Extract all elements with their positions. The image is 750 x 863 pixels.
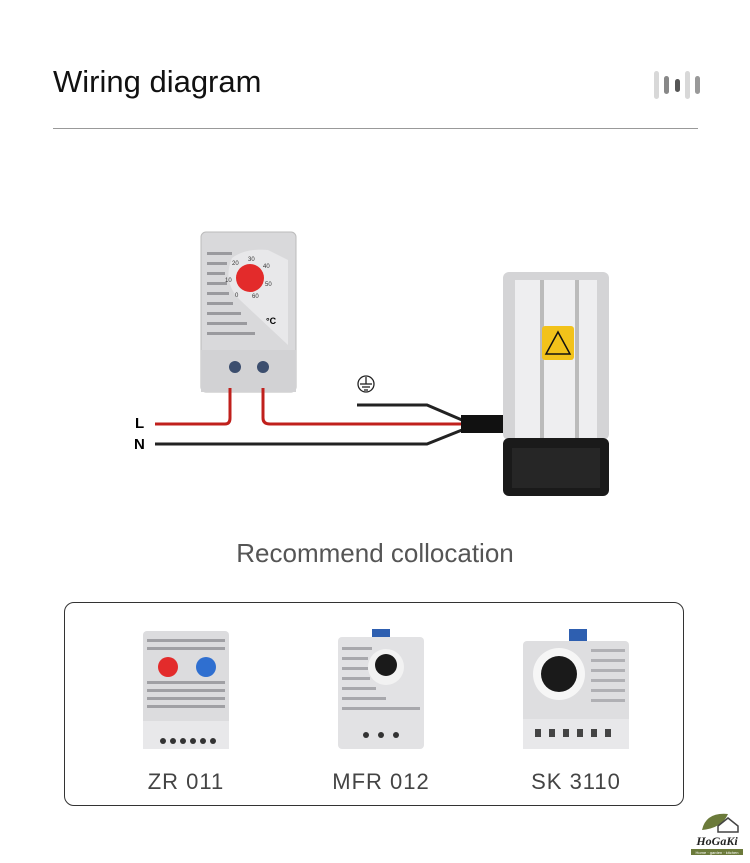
dial-mark: 50 bbox=[265, 282, 272, 288]
section-title: Recommend collocation bbox=[236, 538, 514, 568]
dial-mark: 60 bbox=[252, 294, 259, 300]
hot-surface-warning-icon bbox=[544, 330, 572, 355]
page-title: Wiring diagram bbox=[53, 64, 262, 99]
thermostat: °C 0 10 20 30 40 50 60 bbox=[200, 231, 297, 393]
svg-text:HoGaKi: HoGaKi bbox=[695, 834, 738, 848]
wiring-diagram: °C 0 10 20 30 40 50 60 L N bbox=[134, 231, 609, 496]
divider bbox=[53, 128, 698, 129]
dial-mark: 10 bbox=[225, 278, 232, 284]
product-sk3110[interactable]: SK 3110 bbox=[496, 629, 656, 795]
dial-mark: 30 bbox=[248, 257, 255, 263]
dial-mark: 20 bbox=[232, 261, 239, 267]
brand-logo: HoGaKi Home · garden · kitchen bbox=[688, 808, 746, 858]
product-zr011[interactable]: ZR 011 bbox=[106, 629, 266, 795]
dial-mark: 0 bbox=[235, 293, 239, 299]
line-label: L bbox=[135, 415, 144, 432]
neutral-label: N bbox=[134, 436, 145, 453]
product-image bbox=[143, 631, 229, 749]
heater bbox=[503, 272, 609, 496]
product-image bbox=[523, 629, 629, 749]
product-mfr012[interactable]: MFR 012 bbox=[301, 629, 461, 795]
dial-mark: 40 bbox=[263, 264, 270, 270]
unit-label: °C bbox=[266, 316, 277, 326]
product-name: SK 3110 bbox=[531, 769, 621, 794]
recommend-panel: ZR 011 MFR 012 SK 3110 bbox=[64, 602, 684, 806]
product-image bbox=[338, 629, 424, 749]
product-name: ZR 011 bbox=[147, 769, 225, 794]
bars-decoration-icon bbox=[654, 71, 700, 99]
product-name: MFR 012 bbox=[332, 769, 430, 794]
svg-text:Home · garden · kitchen: Home · garden · kitchen bbox=[696, 850, 739, 855]
ground-icon bbox=[357, 375, 375, 393]
